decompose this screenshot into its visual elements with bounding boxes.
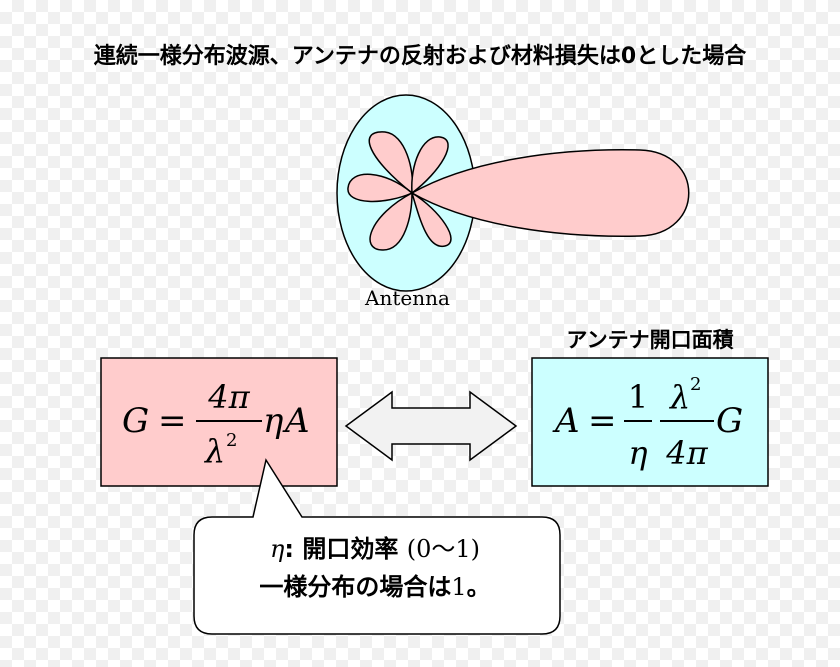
side-lobe-lower-right xyxy=(410,191,452,247)
gain-denominator-exp: 2 xyxy=(226,430,237,451)
antenna-label: Antenna xyxy=(365,286,450,310)
note-line1-rest: : 開口効率 xyxy=(284,535,407,563)
aperture-frac2-num-base: λ xyxy=(668,378,690,416)
aperture-lhs: A xyxy=(552,401,580,441)
note-text: η: 開口効率 (0～1) 一様分布の場合は1。 xyxy=(190,530,560,606)
gain-equals: = xyxy=(158,401,187,441)
gain-tail-eta: η xyxy=(263,401,284,441)
aperture-title: アンテナ開口面積 xyxy=(566,328,734,352)
note-line2-num: 1 xyxy=(451,573,467,601)
note-callout-bubble xyxy=(193,458,561,635)
gain-numerator: 4π xyxy=(207,378,250,416)
aperture-frac2-num-exp: 2 xyxy=(690,374,701,395)
gain-denominator-base: λ xyxy=(203,432,225,470)
aperture-frac2-den: 4π xyxy=(665,434,708,472)
note-eta-symbol: η xyxy=(270,535,285,563)
note-line-2: 一様分布の場合は1。 xyxy=(190,568,560,606)
side-lobe-left xyxy=(347,173,414,203)
note-line2-text: 一様分布の場合は xyxy=(259,573,452,601)
aperture-frac1-den: η xyxy=(628,434,647,472)
main-lobe xyxy=(410,149,690,237)
aperture-tail-var: G xyxy=(716,401,743,441)
note-line1-paren: (0～1) xyxy=(406,535,480,563)
gain-lhs: G xyxy=(122,401,149,441)
aperture-equals: = xyxy=(588,401,617,441)
gain-tail-var: A xyxy=(282,401,310,441)
note-line-1: η: 開口効率 (0～1) xyxy=(190,530,560,568)
note-line2-end: 。 xyxy=(466,573,491,601)
aperture-frac1-num: 1 xyxy=(628,378,648,416)
page-title: 連続一様分布波源、アンテナの反射および材料損失は0とした場合 xyxy=(93,44,747,69)
side-lobe-upper-right xyxy=(411,136,449,195)
side-lobe-lower-left xyxy=(369,191,413,251)
side-lobe-upper-left xyxy=(368,131,414,195)
double-arrow xyxy=(344,390,518,462)
